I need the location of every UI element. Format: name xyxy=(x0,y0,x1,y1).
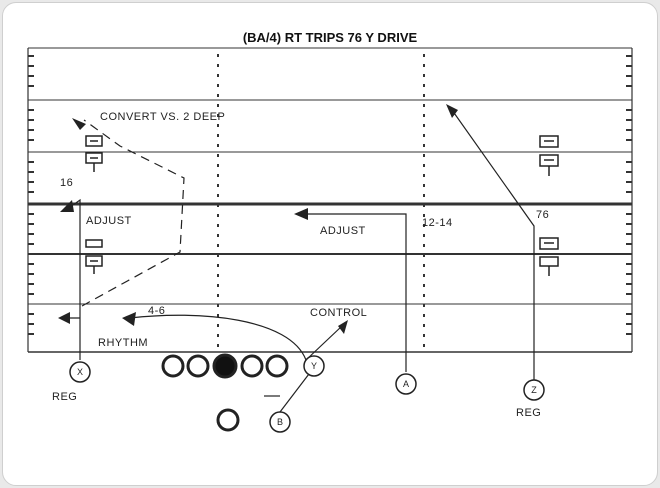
adjust-mid-label: ADJUST xyxy=(320,225,366,237)
play-title: (BA/4) RT TRIPS 76 Y DRIVE xyxy=(242,30,418,45)
depth-76-label: 76 xyxy=(536,209,549,221)
player-z-label: Z xyxy=(531,385,537,395)
arrowhead xyxy=(338,320,348,334)
depth-16-label: 16 xyxy=(60,177,73,189)
arrowhead xyxy=(122,312,136,326)
player-b-label: B xyxy=(277,417,283,427)
z-route xyxy=(451,109,535,380)
player-x-label: X xyxy=(77,367,83,377)
convert-label: CONVERT VS. 2 DEEP xyxy=(100,111,225,123)
skill-players xyxy=(69,355,545,433)
defender-right-deep xyxy=(539,135,559,176)
field xyxy=(27,47,633,353)
player-z xyxy=(523,379,545,401)
arrowheads xyxy=(58,104,458,334)
rhythm-label: RHYTHM xyxy=(98,337,148,349)
arrowhead xyxy=(58,312,70,324)
x-route xyxy=(65,198,81,360)
player-a xyxy=(395,373,417,395)
b-route xyxy=(279,369,313,413)
center xyxy=(212,353,238,379)
defenders xyxy=(85,135,559,276)
hash-marks xyxy=(28,54,632,348)
arrowhead xyxy=(60,200,74,212)
control-label: CONTROL xyxy=(310,307,367,319)
quarterback xyxy=(216,408,240,432)
player-x xyxy=(69,361,91,383)
defender-left-deep xyxy=(85,135,103,172)
reg-left-label: REG xyxy=(52,391,77,403)
y-route xyxy=(129,314,307,361)
depth-range-label: 12-14 xyxy=(422,217,453,229)
offensive-line xyxy=(161,353,289,432)
a-route xyxy=(300,213,407,372)
adjust-left-label: ADJUST xyxy=(86,215,132,227)
arrowhead xyxy=(294,208,308,220)
convert-route xyxy=(81,119,185,307)
depth-4-6-label: 4-6 xyxy=(148,305,165,317)
reg-right-label: REG xyxy=(516,407,541,419)
left-tackle xyxy=(161,354,185,378)
y-control-route xyxy=(305,325,343,361)
arrowhead xyxy=(72,118,86,130)
route-labels: CONVERT VS. 2 DEEP 16 ADJUST ADJUST 12-1… xyxy=(52,111,549,419)
player-a-label: A xyxy=(403,379,409,389)
routes xyxy=(60,109,535,413)
left-guard xyxy=(186,354,210,378)
player-y xyxy=(303,355,325,377)
defender-right-short xyxy=(539,237,559,276)
arrowhead xyxy=(446,104,458,118)
right-tackle xyxy=(265,354,289,378)
player-b xyxy=(269,411,291,433)
right-guard xyxy=(240,354,264,378)
player-y-label: Y xyxy=(311,361,317,371)
defender-left-short xyxy=(85,239,103,274)
player-letters: X Y A Z B xyxy=(77,361,537,427)
